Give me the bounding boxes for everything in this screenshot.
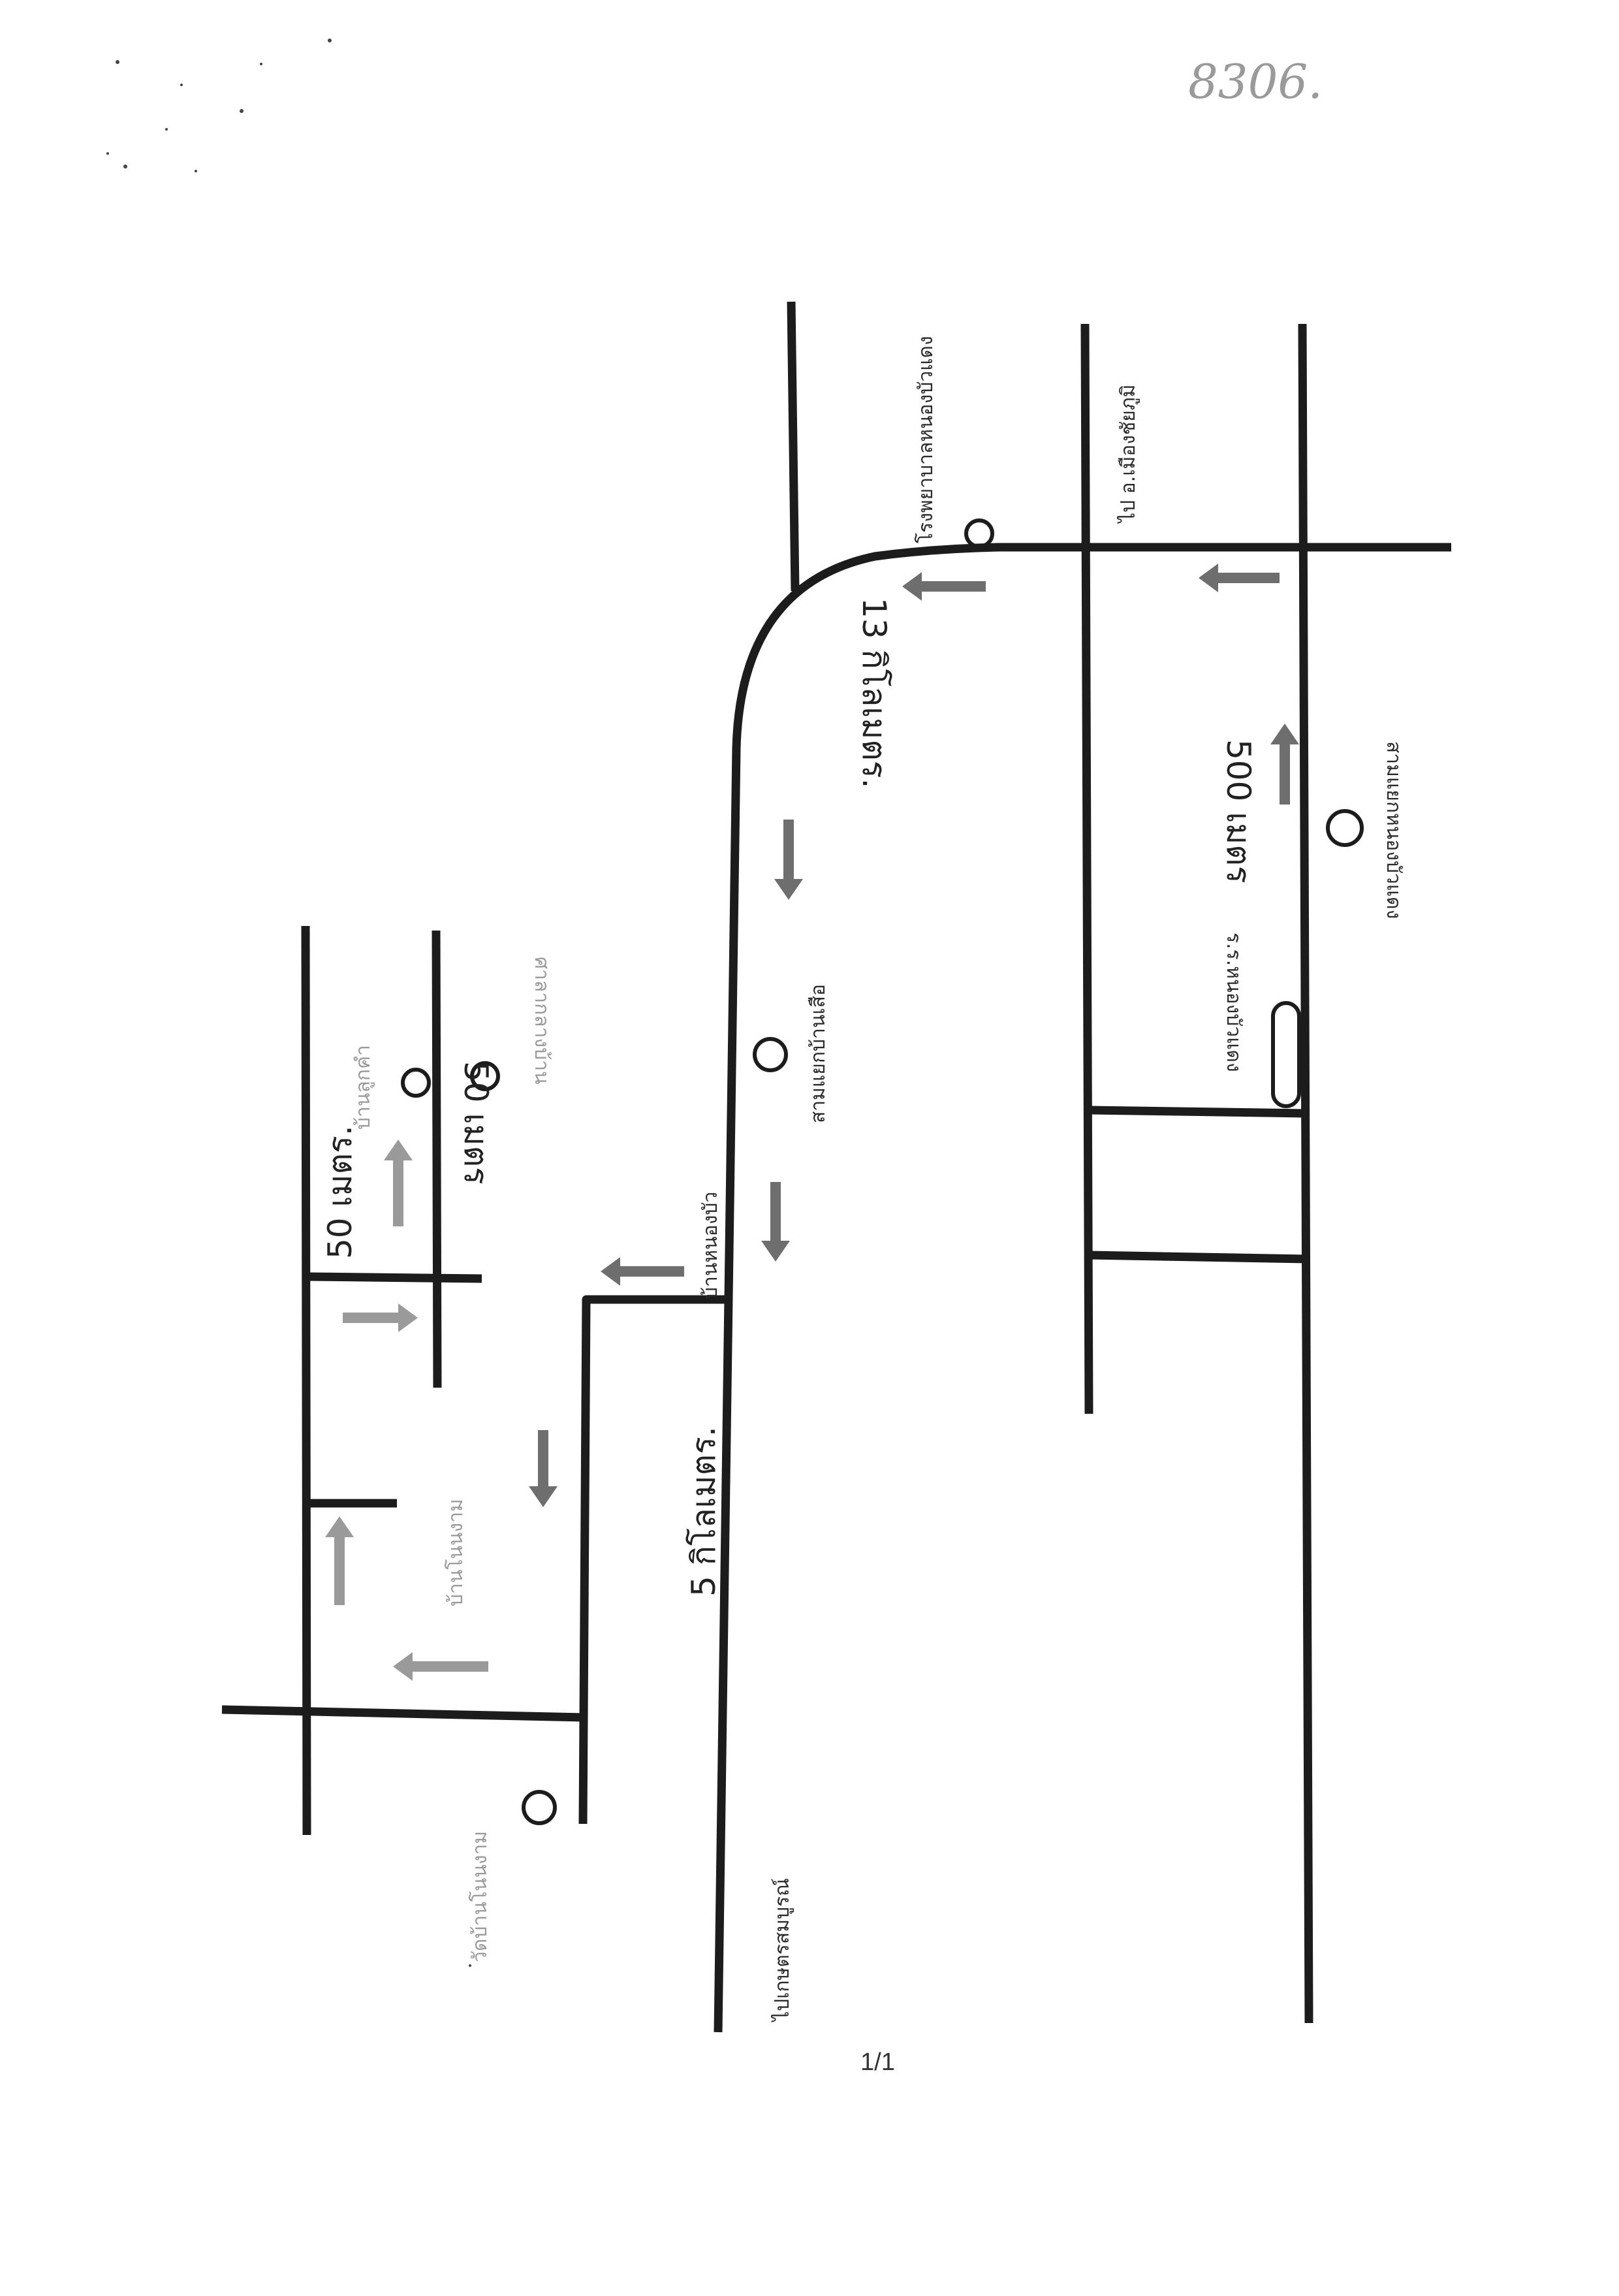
road-cross-upper <box>1088 1106 1308 1118</box>
roads <box>221 301 1451 2033</box>
arrow-up-icon <box>1270 724 1299 805</box>
district-junction-marker-icon <box>1326 809 1364 847</box>
place-labels-flipped: สามแยกหนองบัวแดง ร.ร.หนองบัวแดง ศาลากลาง… <box>530 741 1405 1085</box>
arrow-left-icon <box>393 1652 488 1681</box>
scan-specks <box>106 39 471 1967</box>
arrow-left-icon <box>902 572 986 601</box>
road-east-vertical <box>1298 323 1313 2024</box>
points-of-interest <box>401 518 1364 1825</box>
school-marker-icon <box>1271 1001 1301 1108</box>
label-hospital: โรงพยาบาลหนองบัวแดง <box>914 336 937 543</box>
arrow-left-icon <box>601 1257 684 1286</box>
page-number: 1/1 <box>860 2049 895 2076</box>
arrow-down-icon <box>761 1182 790 1262</box>
label-ban-suea-junction: สามแยกบ้านเสือ <box>807 984 830 1123</box>
arrow-left-icon <box>1199 564 1280 592</box>
label-ban-luk-kham: บ้านลูกคำ <box>352 1045 375 1130</box>
label-ban-nong-bua: บ้านหนองบัว <box>699 1192 722 1299</box>
label-wat: วัดบ้านโนนงาม <box>468 1831 492 1962</box>
arrow-up-icon <box>384 1140 413 1226</box>
document-number: 8306. <box>1188 54 1323 109</box>
sala-klang-ban-marker-icon <box>470 1061 500 1091</box>
distance-13km: 13 กิโลเมตร. <box>855 598 893 789</box>
label-to-chaiyaphum: ไป อ.เมืองชัยภูมิ <box>1116 385 1140 524</box>
hospital-marker-icon <box>964 518 994 549</box>
label-sala-klang-ban: ศาลากลางบ้าน <box>530 957 553 1085</box>
ban-suea-junction-marker-icon <box>753 1037 788 1072</box>
distance-50m-a: 50 เมตร. <box>321 1125 359 1259</box>
direction-arrows <box>325 564 1299 1681</box>
wat-marker-icon <box>522 1790 557 1825</box>
distance-labels: 13 กิโลเมตร. 500 เมตร 5 กิโลเมตร. 50 เมต… <box>321 598 1257 1597</box>
road-hospital-north <box>787 301 800 592</box>
road-left-vertical <box>301 925 311 1836</box>
label-to-kaset: ไปเกษตรสมบูรณ์ <box>770 1878 794 2022</box>
place-labels: โรงพยาบาลหนองบัวแดง ไป อ.เมืองชัยภูมิ สา… <box>352 336 1140 2022</box>
arrow-down-icon <box>529 1430 558 1507</box>
road-ban-luk-kham-vertical <box>432 930 442 1388</box>
distance-5km: 5 กิโลเมตร. <box>685 1426 723 1597</box>
label-district-junction: สามแยกหนองบัวแดง <box>1382 741 1405 919</box>
distance-50m-b: 50 เมตร <box>457 1061 495 1185</box>
arrow-up-icon <box>325 1516 354 1605</box>
ban-luk-kham-marker-icon <box>401 1068 431 1098</box>
road-cross-lower <box>1088 1251 1308 1264</box>
arrow-down-icon <box>774 820 803 900</box>
road-chaiyaphum-vertical <box>1080 323 1093 1414</box>
label-ban-non-ngam: บ้านโนนงาม <box>444 1499 467 1606</box>
arrow-right-icon <box>343 1303 418 1332</box>
road-main-curve <box>714 543 1451 2033</box>
road-ban-nong-bua-branch <box>578 1295 732 1825</box>
label-school: ร.ร.หนองบัวแดง <box>1222 933 1245 1072</box>
distance-500m: 500 เมตร <box>1219 739 1257 884</box>
road-bottom-horizontal <box>221 1705 587 1722</box>
road-cross-left-upper <box>306 1272 482 1283</box>
